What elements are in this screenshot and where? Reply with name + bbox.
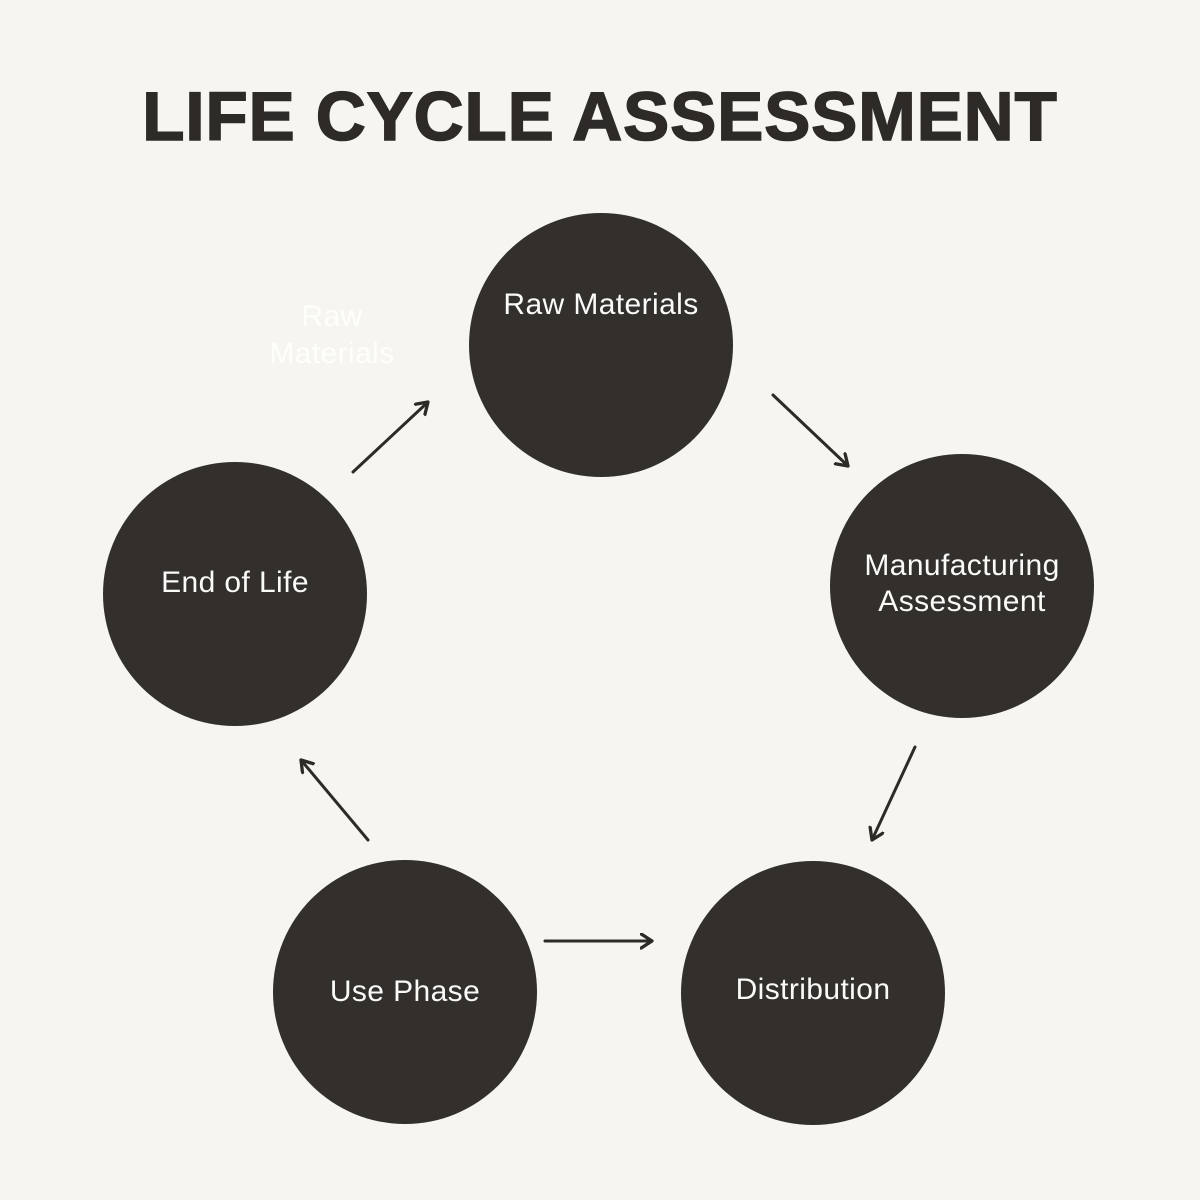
node-use-phase: Use Phase	[273, 860, 537, 1124]
arrow-use-phase-to-end-of-life	[301, 760, 370, 842]
arrow-manufacturing-to-distribution	[872, 745, 917, 840]
arrow-end-of-life-to-raw-materials	[351, 402, 428, 474]
node-use-phase-label: Use Phase	[329, 975, 481, 1008]
arrow-raw-materials-to-manufacturing	[771, 393, 848, 466]
node-distribution-label: Distribution	[735, 973, 891, 1006]
ghost-raw-materials-label: Raw Materials	[269, 300, 395, 370]
node-manufacturing-assessment: Manufacturing Assessment	[830, 454, 1094, 718]
node-end-of-life-label: End of Life	[161, 566, 309, 599]
node-raw-materials-label: Raw Materials	[503, 288, 699, 321]
node-distribution: Distribution	[681, 861, 945, 1125]
node-raw-materials: Raw Materials	[469, 213, 733, 477]
node-end-of-life: End of Life	[103, 462, 367, 726]
page-title: LIFE CYCLE ASSESSMENT	[141, 77, 1058, 156]
node-manufacturing-assessment-label: Manufacturing Assessment	[864, 549, 1060, 618]
